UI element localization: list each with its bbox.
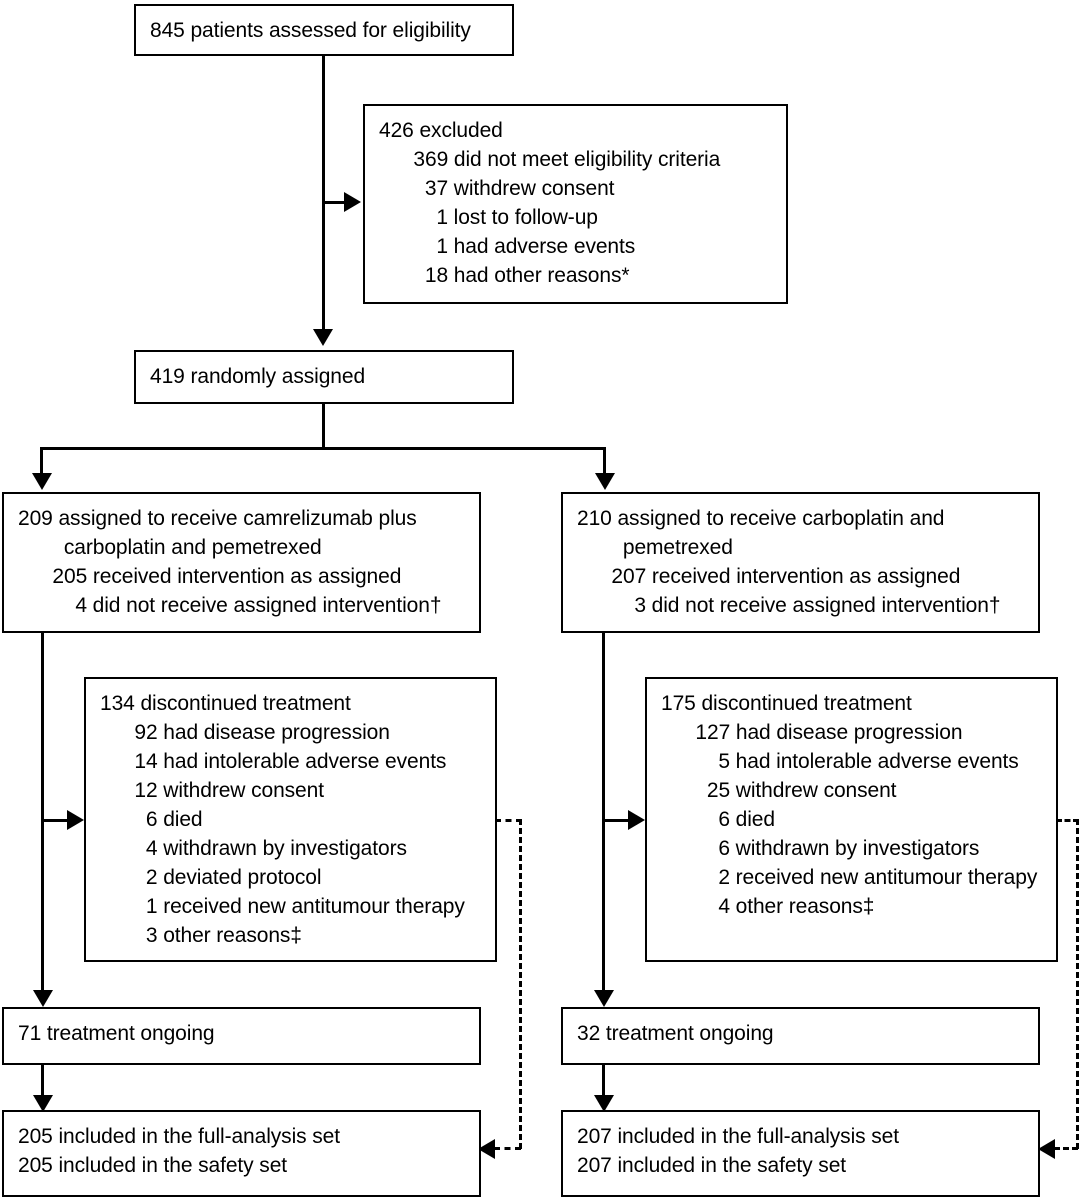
node-excluded-line-1: 369 did not meet eligibility criteria xyxy=(379,148,721,171)
node-right-assigned-line-1: pemetrexed xyxy=(577,536,733,559)
node-left-ongoing-line-0: 71 treatment ongoing xyxy=(18,1022,215,1045)
connector-split-left-drop xyxy=(40,447,43,479)
node-left-assigned-line-1: carboplatin and pemetrexed xyxy=(18,536,322,559)
node-assessed-line-0: 845 patients assessed for eligibility xyxy=(150,19,471,42)
arrowhead-into-left-arm xyxy=(32,473,52,490)
arrowhead-into-right-arm xyxy=(595,473,615,490)
node-excluded-line-3: 1 lost to follow-up xyxy=(379,206,598,229)
node-right-arm-treatment-ongoing: 32 treatment ongoing xyxy=(561,1007,1040,1065)
arrowhead-into-right-analysis-top xyxy=(594,1095,614,1112)
node-right-arm-discontinued: 175 discontinued treatment 127 had disea… xyxy=(645,677,1058,962)
connector-left-ongoing-to-analysis xyxy=(41,1065,44,1107)
node-left-assigned-line-0: 209 assigned to receive camrelizumab plu… xyxy=(18,507,417,530)
node-right-disc-line-6: 2 received new antitumour therapy xyxy=(661,866,1038,889)
node-randomly-assigned: 419 randomly assigned xyxy=(134,350,514,404)
node-left-disc-line-8: 3 other reasons‡ xyxy=(100,924,302,947)
node-excluded-line-0: 426 excluded xyxy=(379,119,503,142)
node-right-arm-analysis-set: 207 included in the full-analysis set 20… xyxy=(561,1110,1040,1197)
dashed-connector-left-top xyxy=(495,819,522,822)
dashed-connector-right-bottom xyxy=(1054,1147,1078,1150)
connector-right-ongoing-to-analysis xyxy=(602,1065,605,1107)
node-excluded: 426 excluded 369 did not meet eligibilit… xyxy=(363,104,788,304)
arrowhead-into-randomised xyxy=(313,329,333,346)
node-excluded-line-5: 18 had other reasons* xyxy=(379,264,630,287)
connector-right-arm-stem xyxy=(602,633,605,1001)
node-left-arm-assigned: 209 assigned to receive camrelizumab plu… xyxy=(2,492,481,633)
connector-split-right-drop xyxy=(603,447,606,479)
node-right-assigned-line-2: 207 received intervention as assigned xyxy=(577,565,961,588)
node-left-assigned-line-3: 4 did not receive assigned intervention† xyxy=(18,594,442,617)
arrowhead-into-right-analysis xyxy=(1038,1139,1055,1159)
node-left-disc-line-4: 6 died xyxy=(100,808,203,831)
node-randomised-line-0: 419 randomly assigned xyxy=(150,365,366,388)
node-left-disc-line-6: 2 deviated protocol xyxy=(100,866,322,889)
node-left-analysis-line-1: 205 included in the safety set xyxy=(18,1154,288,1177)
dashed-connector-left-vertical xyxy=(519,819,522,1149)
node-right-disc-line-3: 25 withdrew consent xyxy=(661,779,897,802)
connector-assessed-to-randomised xyxy=(322,56,325,336)
connector-to-excluded xyxy=(322,201,344,204)
node-right-assigned-line-0: 210 assigned to receive carboplatin and xyxy=(577,507,945,530)
dashed-connector-right-vertical xyxy=(1076,819,1079,1149)
dashed-connector-left-bottom xyxy=(494,1147,521,1150)
arrowhead-into-left-analysis-top xyxy=(33,1095,53,1112)
arrowhead-into-left-discontinued xyxy=(67,810,84,830)
node-left-analysis-line-0: 205 included in the full-analysis set xyxy=(18,1125,340,1148)
node-right-arm-assigned: 210 assigned to receive carboplatin and … xyxy=(561,492,1040,633)
node-left-disc-line-1: 92 had disease progression xyxy=(100,721,390,744)
arrowhead-into-excluded xyxy=(344,192,361,212)
node-left-disc-line-5: 4 withdrawn by investigators xyxy=(100,837,407,860)
node-excluded-line-2: 37 withdrew consent xyxy=(379,177,615,200)
node-right-disc-line-5: 6 withdrawn by investigators xyxy=(661,837,980,860)
node-left-disc-line-7: 1 received new antitumour therapy xyxy=(100,895,465,918)
node-left-disc-line-2: 14 had intolerable adverse events xyxy=(100,750,447,773)
node-left-arm-discontinued: 134 discontinued treatment 92 had diseas… xyxy=(84,677,497,962)
node-right-disc-line-1: 127 had disease progression xyxy=(661,721,963,744)
node-right-disc-line-4: 6 died xyxy=(661,808,775,831)
dashed-connector-right-top xyxy=(1056,819,1079,822)
node-right-disc-line-0: 175 discontinued treatment xyxy=(661,692,912,715)
node-left-disc-line-3: 12 withdrew consent xyxy=(100,779,324,802)
node-excluded-line-4: 1 had adverse events xyxy=(379,235,636,258)
connector-randomised-split-bar xyxy=(40,447,606,450)
arrowhead-into-left-ongoing xyxy=(33,990,53,1007)
node-left-assigned-line-2: 205 received intervention as assigned xyxy=(18,565,402,588)
node-assessed-for-eligibility: 845 patients assessed for eligibility xyxy=(134,4,514,56)
node-right-disc-line-2: 5 had intolerable adverse events xyxy=(661,750,1019,773)
node-left-disc-line-0: 134 discontinued treatment xyxy=(100,692,351,715)
node-right-assigned-line-3: 3 did not receive assigned intervention† xyxy=(577,594,1001,617)
connector-randomised-stem xyxy=(322,404,325,450)
node-right-disc-line-7: 4 other reasons‡ xyxy=(661,895,875,918)
connector-to-left-discontinued xyxy=(41,819,67,822)
node-right-ongoing-line-0: 32 treatment ongoing xyxy=(577,1022,774,1045)
arrowhead-into-right-discontinued xyxy=(628,810,645,830)
node-right-analysis-line-1: 207 included in the safety set xyxy=(577,1154,847,1177)
node-left-arm-treatment-ongoing: 71 treatment ongoing xyxy=(2,1007,481,1065)
arrowhead-into-left-analysis xyxy=(478,1139,495,1159)
arrowhead-into-right-ongoing xyxy=(594,990,614,1007)
connector-left-arm-stem xyxy=(41,633,44,1001)
connector-to-right-discontinued xyxy=(602,819,628,822)
node-left-arm-analysis-set: 205 included in the full-analysis set 20… xyxy=(2,1110,481,1197)
node-right-analysis-line-0: 207 included in the full-analysis set xyxy=(577,1125,899,1148)
